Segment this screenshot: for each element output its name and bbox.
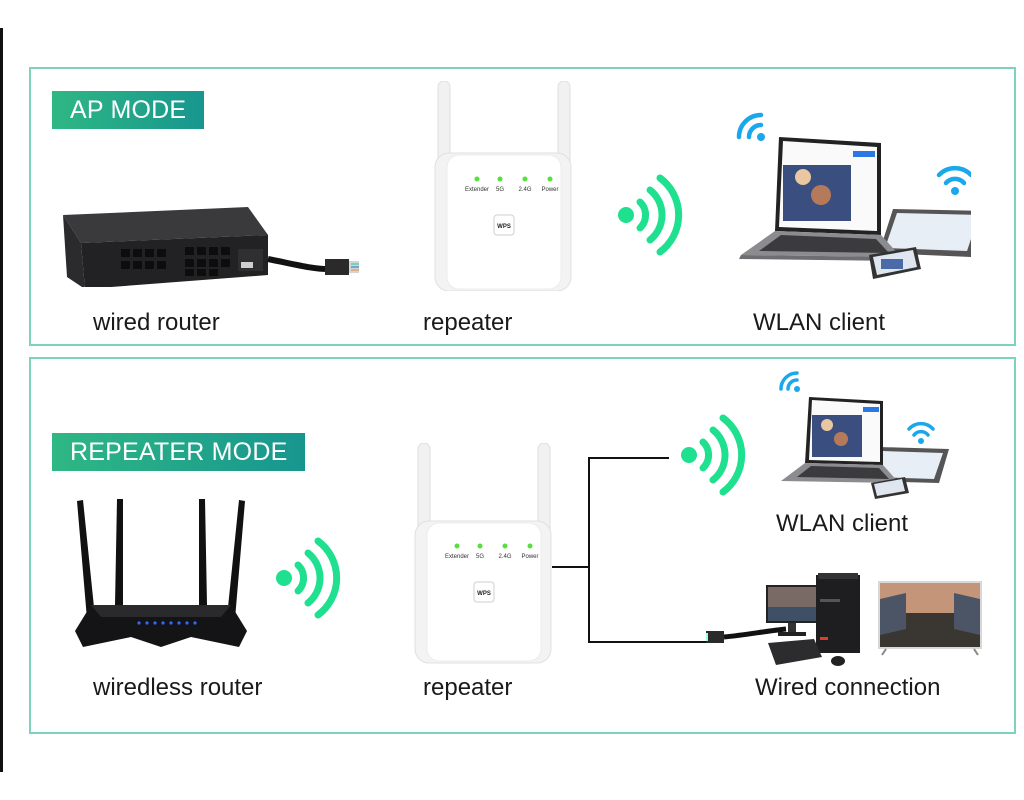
repeater-label: repeater	[423, 674, 513, 701]
led-label: Power	[521, 554, 538, 560]
repeater-icon: Extender 5G 2.4G Power WPS	[414, 443, 552, 664]
wlan-client-devices	[759, 371, 959, 501]
wifi-icon	[736, 112, 764, 140]
repeater-device: Extender 5G 2.4G Power WPS	[433, 81, 573, 291]
laptop-tablet-phone-icon	[779, 371, 949, 499]
branch-line-vertical	[588, 457, 590, 643]
wired-connection-devices	[706, 569, 1006, 669]
led-label: 2.4G	[518, 187, 531, 193]
repeater-device: Extender 5G 2.4G Power WPS	[413, 443, 553, 665]
wlan-client-devices	[711, 107, 971, 297]
led-label: Extender	[445, 554, 469, 560]
signal-icon	[276, 537, 341, 619]
wps-button-label: WPS	[497, 224, 511, 230]
desktop-pc-tv-icon	[706, 573, 982, 666]
ap-mode-panel: AP MODE wired router	[29, 67, 1016, 346]
repeater-mode-panel: REPEATER MODE wiredless router	[29, 357, 1016, 734]
signal-icon	[681, 414, 746, 496]
left-edge-line	[0, 28, 3, 772]
wired-router-device	[63, 207, 373, 287]
laptop-tablet-phone-icon	[736, 112, 971, 279]
wlan-client-label: WLAN client	[776, 510, 909, 537]
ap-mode-title: AP MODE	[52, 91, 205, 129]
wired-connection-label: Wired connection	[755, 674, 941, 701]
wlan-client-label: WLAN client	[753, 309, 886, 336]
wired-router-icon	[63, 207, 359, 287]
wired-router-label: wired router	[93, 309, 220, 336]
wps-button-label: WPS	[477, 591, 491, 597]
repeater-mode-title: REPEATER MODE	[52, 433, 306, 471]
wireless-router-icon	[75, 499, 247, 647]
branch-line-wired	[588, 641, 707, 643]
wireless-signal	[274, 537, 344, 619]
led-label: 5G	[476, 554, 484, 560]
led-label: 5G	[496, 187, 504, 193]
repeater-icon: Extender 5G 2.4G Power WPS	[434, 81, 572, 291]
led-label: 2.4G	[498, 554, 511, 560]
wireless-router-device	[71, 497, 251, 657]
wireless-router-label: wiredless router	[93, 674, 263, 701]
led-label: Power	[541, 187, 558, 193]
branch-line-stem	[552, 566, 590, 568]
branch-line-wireless	[588, 457, 669, 459]
repeater-label: repeater	[423, 309, 513, 336]
wireless-signal	[616, 174, 686, 256]
led-label: Extender	[465, 187, 489, 193]
signal-icon	[618, 174, 683, 256]
wireless-signal	[679, 414, 749, 496]
